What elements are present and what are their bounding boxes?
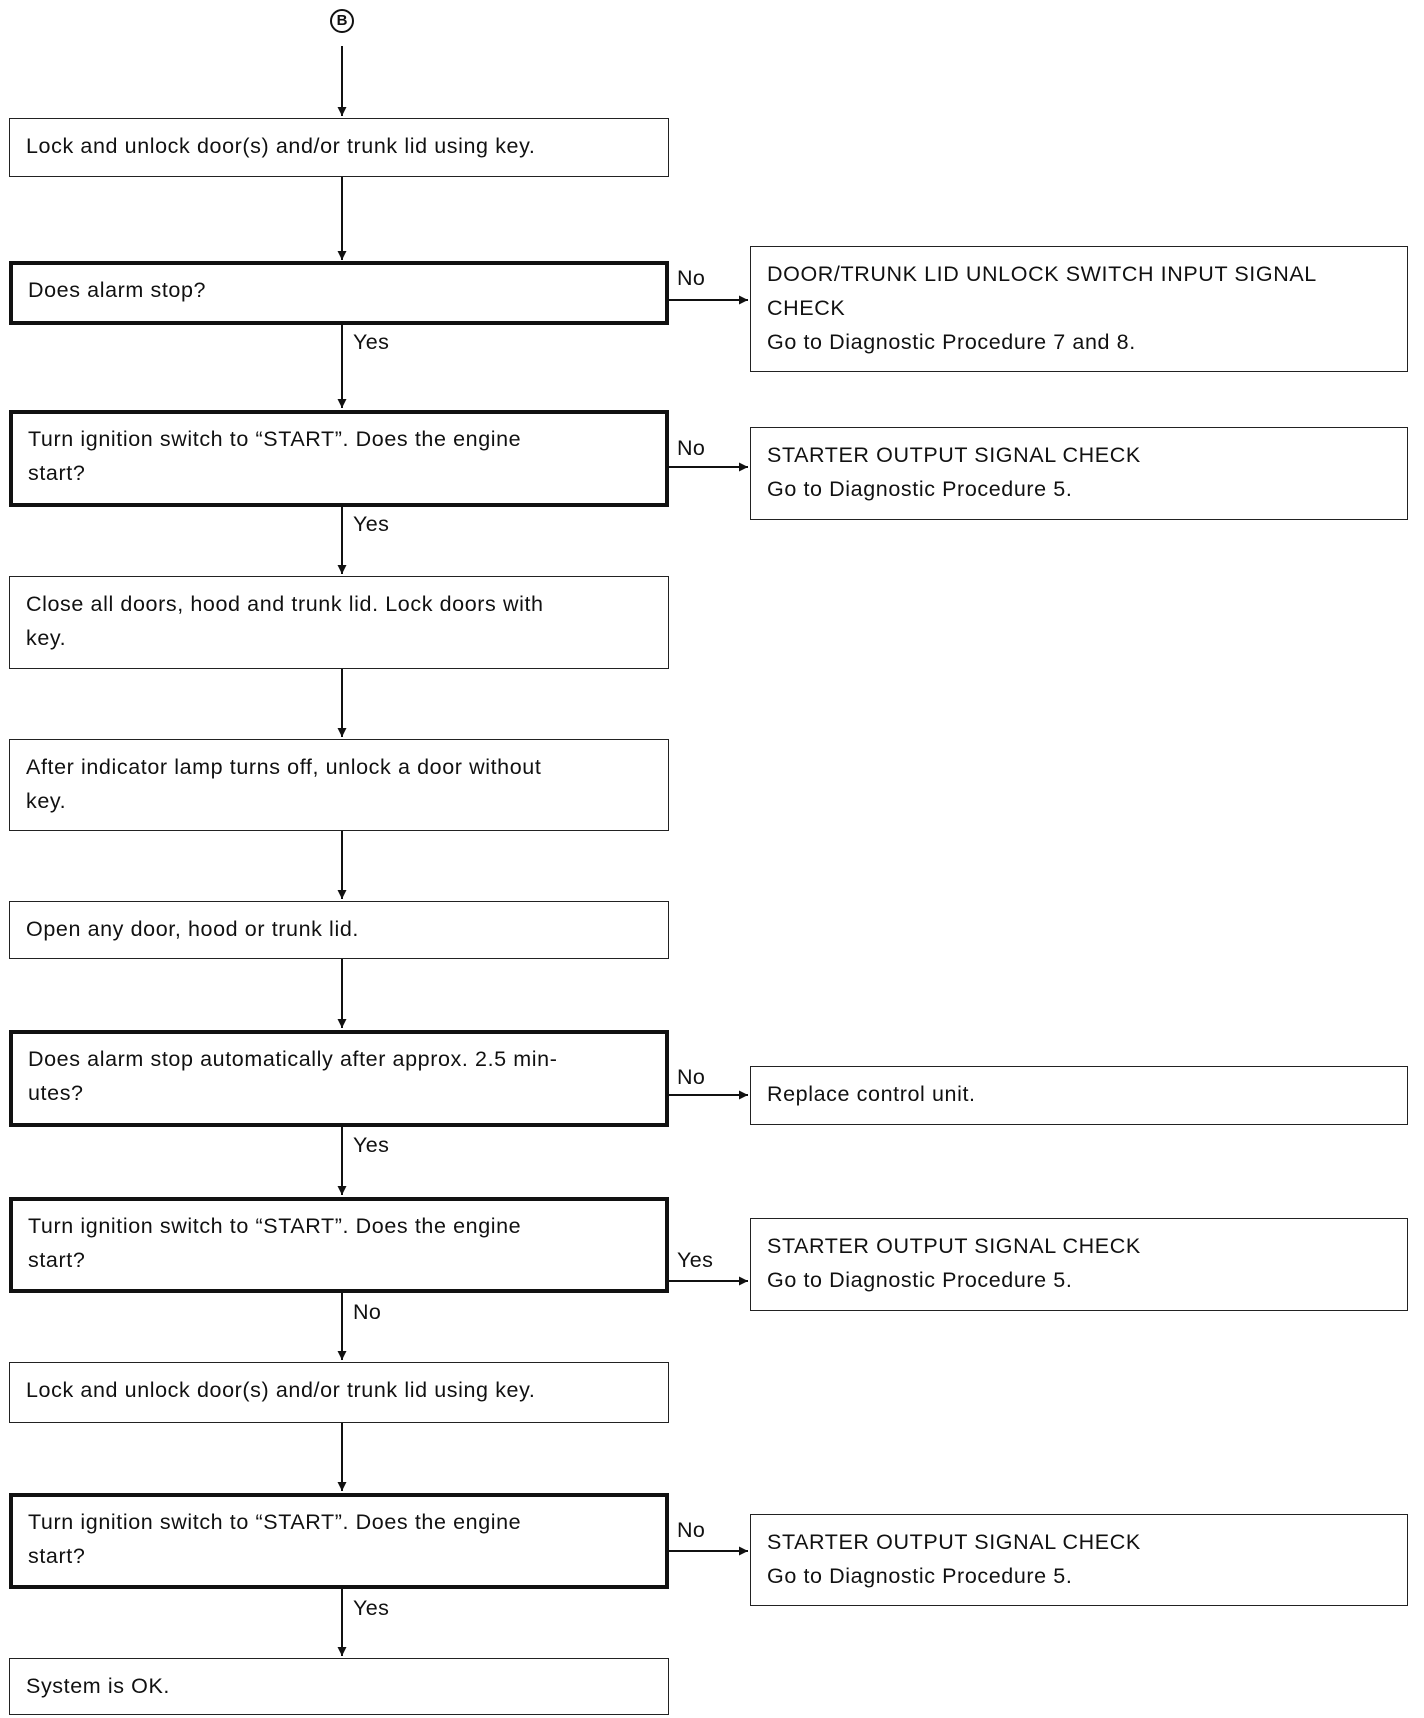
step-text: Open any door, hood or trunk lid. — [26, 917, 359, 941]
decision-line: start? — [28, 1248, 86, 1272]
label-yes: Yes — [353, 512, 390, 536]
result-line: Go to Diagnostic Procedure 5. — [767, 1564, 1073, 1588]
step-close-and-lock: Close all doors, hood and trunk lid. Loc… — [9, 576, 669, 669]
decision-line: Turn ignition switch to “START”. Does th… — [28, 1510, 522, 1534]
result-line: STARTER OUTPUT SIGNAL CHECK — [767, 1530, 1141, 1554]
step-line: key. — [26, 789, 67, 813]
result-starter-signal-check-1: STARTER OUTPUT SIGNAL CHECK Go to Diagno… — [750, 427, 1408, 520]
decision-line: start? — [28, 461, 86, 485]
step-line: After indicator lamp turns off, unlock a… — [26, 755, 542, 779]
connector-b: B — [329, 8, 355, 34]
step-line: key. — [26, 626, 67, 650]
result-line: Go to Diagnostic Procedure 5. — [767, 1268, 1073, 1292]
step-lock-unlock-key: Lock and unlock door(s) and/or trunk lid… — [9, 118, 669, 177]
label-no: No — [353, 1300, 382, 1324]
label-yes: Yes — [677, 1248, 714, 1272]
decision-engine-start-2: Turn ignition switch to “START”. Does th… — [9, 1197, 669, 1293]
result-starter-signal-check-2: STARTER OUTPUT SIGNAL CHECK Go to Diagno… — [750, 1218, 1408, 1311]
step-lock-unlock-key-2: Lock and unlock door(s) and/or trunk lid… — [9, 1362, 669, 1423]
label-no: No — [677, 266, 706, 290]
step-open-door: Open any door, hood or trunk lid. — [9, 901, 669, 959]
step-text: Lock and unlock door(s) and/or trunk lid… — [26, 1378, 536, 1402]
decision-line: utes? — [28, 1081, 84, 1105]
step-unlock-without-key: After indicator lamp turns off, unlock a… — [9, 739, 669, 831]
connector-label: B — [336, 12, 348, 29]
decision-line: Turn ignition switch to “START”. Does th… — [28, 1214, 522, 1238]
result-starter-signal-check-3: STARTER OUTPUT SIGNAL CHECK Go to Diagno… — [750, 1514, 1408, 1606]
label-yes: Yes — [353, 1133, 390, 1157]
decision-engine-start-3: Turn ignition switch to “START”. Does th… — [9, 1493, 669, 1589]
result-line: STARTER OUTPUT SIGNAL CHECK — [767, 443, 1141, 467]
label-yes: Yes — [353, 1596, 390, 1620]
result-replace-control-unit: Replace control unit. — [750, 1066, 1408, 1125]
result-line: DOOR/TRUNK LID UNLOCK SWITCH INPUT SIGNA… — [767, 262, 1317, 286]
decision-alarm-auto-stop: Does alarm stop automatically after appr… — [9, 1030, 669, 1127]
result-unlock-switch-check: DOOR/TRUNK LID UNLOCK SWITCH INPUT SIGNA… — [750, 246, 1408, 372]
result-line: STARTER OUTPUT SIGNAL CHECK — [767, 1234, 1141, 1258]
step-text: Lock and unlock door(s) and/or trunk lid… — [26, 134, 536, 158]
label-no: No — [677, 436, 706, 460]
result-line: Go to Diagnostic Procedure 5. — [767, 477, 1073, 501]
step-line: Close all doors, hood and trunk lid. Loc… — [26, 592, 544, 616]
decision-line: Does alarm stop automatically after appr… — [28, 1047, 558, 1071]
result-text: Replace control unit. — [767, 1082, 976, 1106]
decision-line: start? — [28, 1544, 86, 1568]
connector-circle-icon — [330, 9, 354, 33]
result-line: Go to Diagnostic Procedure 7 and 8. — [767, 330, 1136, 354]
end-text: System is OK. — [26, 1674, 170, 1698]
label-yes: Yes — [353, 330, 390, 354]
decision-alarm-stop: Does alarm stop? — [9, 261, 669, 325]
end-system-ok: System is OK. — [9, 1658, 669, 1715]
label-no: No — [677, 1518, 706, 1542]
result-line: CHECK — [767, 296, 846, 320]
decision-line: Turn ignition switch to “START”. Does th… — [28, 427, 522, 451]
label-no: No — [677, 1065, 706, 1089]
decision-engine-start-1: Turn ignition switch to “START”. Does th… — [9, 410, 669, 507]
decision-text: Does alarm stop? — [28, 278, 207, 302]
